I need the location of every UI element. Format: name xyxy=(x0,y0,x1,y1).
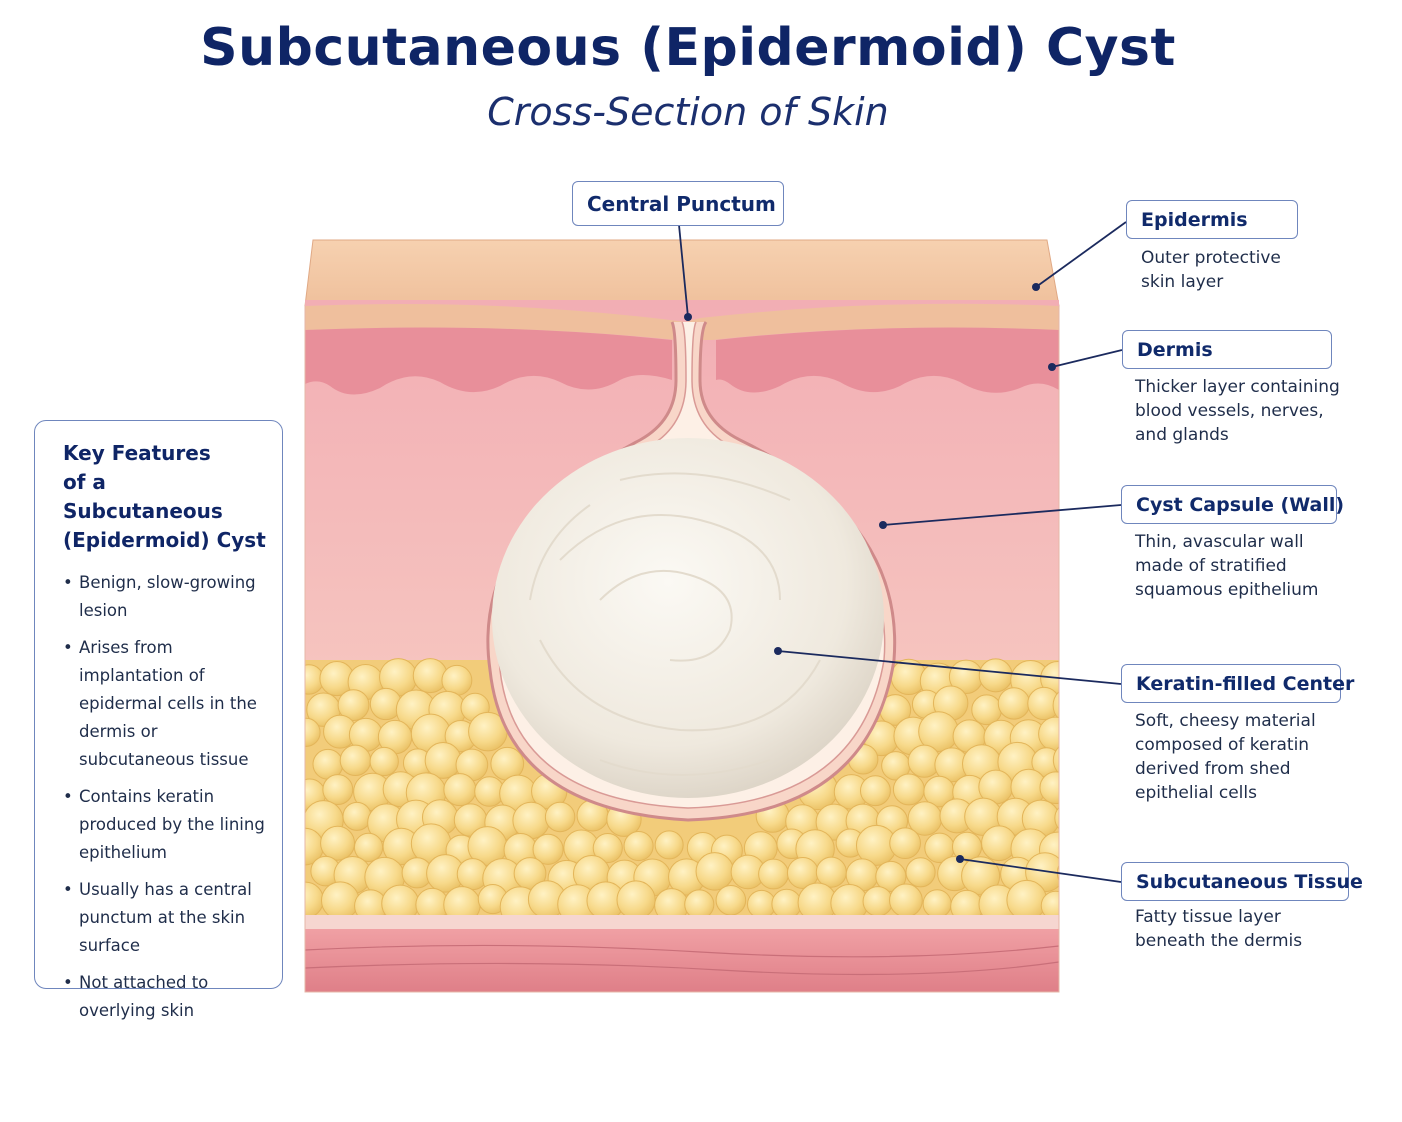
label-dermis: Dermis xyxy=(1122,330,1332,369)
desc-keratin-center: Soft, cheesy material composed of kerati… xyxy=(1135,711,1316,803)
fat-globule xyxy=(892,773,925,806)
fat-globule xyxy=(1052,686,1059,725)
fat-globule xyxy=(1054,801,1059,835)
fat-globule xyxy=(532,833,564,865)
label-central-punctum: Central Punctum xyxy=(572,181,784,226)
fat-globule xyxy=(412,658,448,694)
fat-globule xyxy=(747,889,777,919)
fat-globule xyxy=(715,884,747,916)
fat-globule xyxy=(1038,716,1059,752)
muscle-layer xyxy=(305,929,1059,992)
fat-globule xyxy=(544,801,576,833)
fat-globule xyxy=(1052,741,1059,779)
fat-globule xyxy=(978,658,1013,693)
keratin-swirls xyxy=(529,472,821,776)
fat-globule xyxy=(1039,771,1059,805)
feature-item: Benign, slow-growing lesion xyxy=(63,569,270,625)
fat-globule xyxy=(905,857,936,888)
leader-dots xyxy=(684,283,1056,863)
label-keratin-center: Keratin-filled Center xyxy=(1121,664,1354,703)
fat-globule xyxy=(875,860,907,893)
leader-dermis xyxy=(1051,349,1123,368)
leader-keratin xyxy=(777,650,1122,685)
feature-item: Not attached to overlying skin xyxy=(63,969,270,1025)
desc-dermis: Thicker layer containing blood vessels, … xyxy=(1135,377,1340,445)
fat-globule xyxy=(321,881,360,920)
fat-globule xyxy=(592,832,623,864)
fat-globule xyxy=(971,694,1003,726)
fat-globule xyxy=(623,830,654,862)
fat-globule xyxy=(1006,879,1048,921)
fat-globule xyxy=(369,746,399,777)
label-epidermis: Epidermis xyxy=(1126,200,1298,239)
fat-globule xyxy=(616,880,656,920)
feature-item: Usually has a central punctum at the ski… xyxy=(63,876,270,960)
fat-globule xyxy=(342,801,372,831)
label-subcutaneous-tissue: Subcutaneous Tissue xyxy=(1121,862,1363,901)
fat-globule xyxy=(961,856,1001,896)
keratin-mass xyxy=(492,438,884,798)
leader-subcutaneous xyxy=(959,858,1122,883)
fat-globule xyxy=(684,889,715,920)
desc-subcutaneous-tissue: Fatty tissue layer beneath the dermis xyxy=(1135,907,1303,951)
fat-globule xyxy=(758,858,789,890)
fat-globule xyxy=(922,889,952,919)
papillary-dermis xyxy=(716,327,1059,393)
page-subtitle: Cross-Section of Skin xyxy=(487,90,889,134)
fat-globule xyxy=(889,883,923,918)
fat-globule xyxy=(862,886,894,917)
papillary-dermis xyxy=(305,327,672,395)
fat-globule xyxy=(654,830,684,860)
epidermis-layer xyxy=(305,303,1059,340)
desc-epidermis: Outer protective skin layer xyxy=(1141,248,1281,292)
fat-globule xyxy=(859,775,891,807)
key-features-panel: Key Features of a Subcutaneous (Epidermo… xyxy=(34,420,283,1020)
fat-globule xyxy=(695,852,734,891)
feature-item: Contains keratin produced by the lining … xyxy=(63,783,270,867)
page-title: Subcutaneous (Epidermoid) Cyst xyxy=(200,18,1176,78)
fat-globule xyxy=(771,888,802,920)
fat-globule xyxy=(320,825,356,861)
key-features-title: Key Features of a Subcutaneous (Epidermo… xyxy=(63,441,266,552)
key-features-list: Benign, slow-growing lesion Arises from … xyxy=(49,569,270,1025)
fat-globule xyxy=(997,687,1031,720)
fat-globule xyxy=(305,717,321,747)
leader-cyst-capsule xyxy=(882,504,1122,526)
fat-globule xyxy=(322,774,354,806)
leader-central-punctum xyxy=(678,224,689,318)
fat-globule xyxy=(981,825,1017,862)
leader-lines xyxy=(678,221,1127,883)
fat-globule xyxy=(305,664,325,695)
fat-globule xyxy=(443,773,477,807)
fat-globule xyxy=(339,744,372,777)
fat-globule xyxy=(889,827,921,860)
fat-globule xyxy=(337,689,370,722)
fascia xyxy=(305,915,1059,929)
fat-globule xyxy=(1027,686,1059,721)
fat-globule xyxy=(815,856,847,888)
leader-epidermis xyxy=(1035,221,1127,288)
fat-globule xyxy=(441,664,473,696)
feature-item: Arises from implantation of epidermal ce… xyxy=(63,634,270,774)
fat-globule xyxy=(305,881,324,919)
label-cyst-capsule: Cyst Capsule (Wall) xyxy=(1121,485,1344,524)
desc-cyst-capsule: Thin, avascular wall made of stratified … xyxy=(1135,532,1319,600)
